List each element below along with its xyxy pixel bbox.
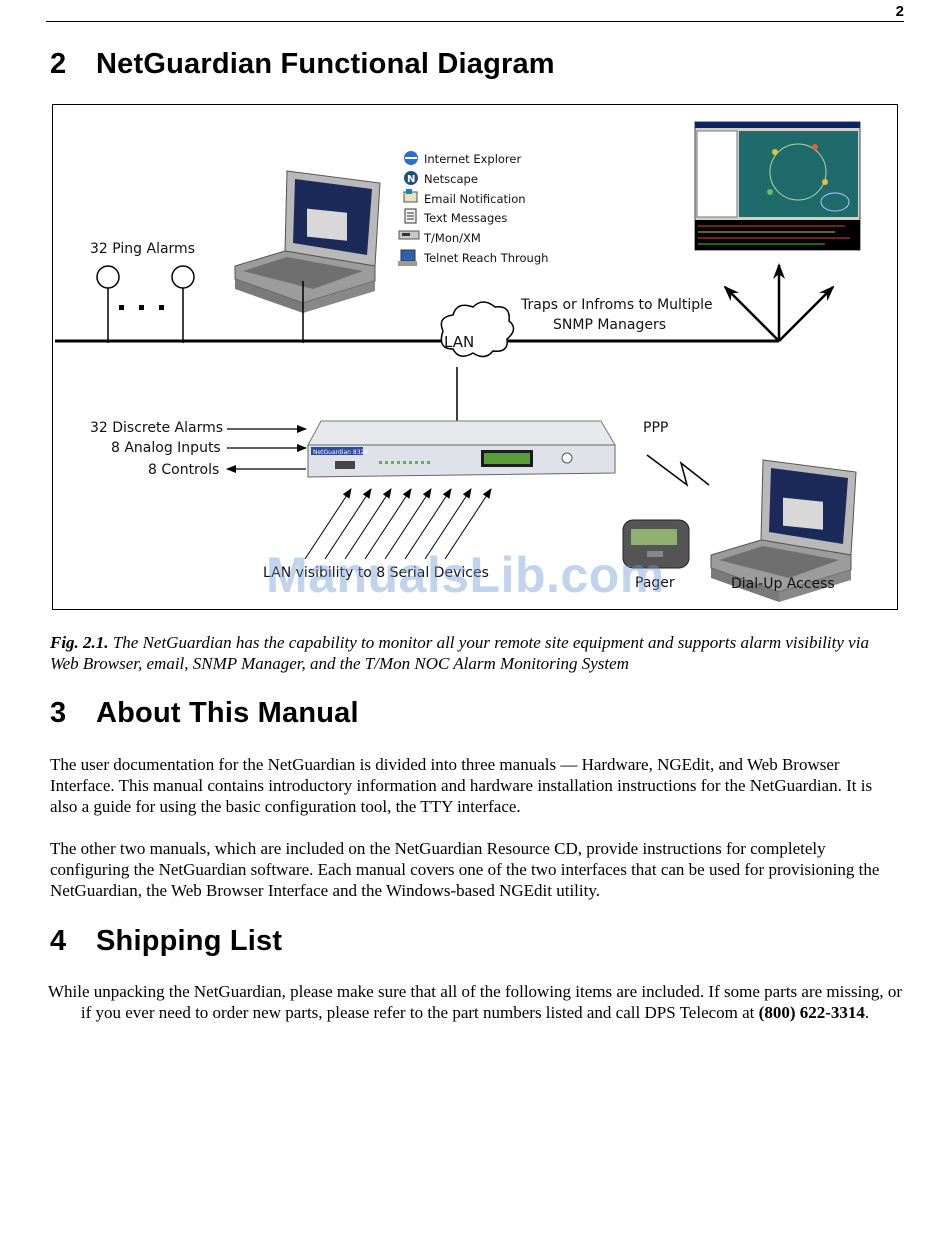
about-paragraph-2: The other two manuals, which are include… bbox=[50, 839, 880, 900]
figure-caption: Fig. 2.1. The NetGuardian has the capabi… bbox=[50, 632, 900, 674]
access-item-label: Netscape bbox=[424, 172, 478, 186]
laptop-icon bbox=[234, 170, 381, 313]
section-number: 3 bbox=[50, 697, 67, 729]
tmon-icon bbox=[398, 230, 420, 240]
section-title: NetGuardian Functional Diagram bbox=[96, 48, 555, 80]
shipping-paragraph-text: While unpacking the NetGuardian, please … bbox=[48, 982, 902, 1022]
ppp-label: PPP bbox=[643, 420, 668, 436]
netscape-icon: N bbox=[404, 171, 418, 185]
functional-diagram: 32 Ping Alarms Internet Explorer N Netsc… bbox=[52, 104, 898, 610]
serial-device-arrows bbox=[304, 488, 492, 560]
netguardian-unit: NetGuardian 832A bbox=[307, 420, 616, 478]
traps-label-line1: Traps or Infroms to Multiple bbox=[520, 297, 713, 313]
internet-explorer-icon bbox=[404, 151, 418, 165]
shipping-paragraph-end: . bbox=[864, 1003, 870, 1022]
section-number: 4 bbox=[50, 925, 67, 957]
header-rule bbox=[46, 21, 904, 22]
access-item-label: T/Mon/XM bbox=[423, 231, 481, 245]
ping-alarm-probes bbox=[96, 265, 195, 343]
ppp-link-bolt bbox=[646, 454, 710, 487]
svg-text:N: N bbox=[407, 174, 415, 185]
device-brand-label: NetGuardian 832A bbox=[313, 449, 369, 456]
section-4-heading: 4 Shipping List bbox=[50, 925, 282, 958]
lan-label: LAN bbox=[444, 333, 474, 351]
lan-cloud-icon bbox=[440, 301, 515, 358]
snmp-trap-arrows bbox=[723, 263, 835, 342]
page-number: 2 bbox=[895, 3, 904, 20]
shipping-paragraph: While unpacking the NetGuardian, please … bbox=[48, 981, 902, 1023]
section-title: Shipping List bbox=[96, 925, 283, 957]
analog-inputs-label: 8 Analog Inputs bbox=[111, 440, 221, 456]
access-item-label: Text Messages bbox=[423, 211, 507, 225]
access-item-label: Telnet Reach Through bbox=[423, 251, 548, 265]
telnet-icon bbox=[398, 249, 417, 266]
controls-label: 8 Controls bbox=[148, 462, 219, 478]
phone-number: (800) 622-3314 bbox=[758, 1003, 865, 1022]
access-item-label: Email Notification bbox=[424, 192, 526, 206]
access-method-list: Internet Explorer N Netscape Email Notif… bbox=[398, 151, 548, 266]
dialup-label: Dial-Up Access bbox=[731, 576, 835, 592]
dialup-laptop-icon bbox=[710, 459, 857, 602]
text-message-icon bbox=[404, 208, 417, 224]
figure-caption-text: The NetGuardian has the capability to mo… bbox=[50, 633, 869, 673]
traps-label-line2: SNMP Managers bbox=[553, 317, 666, 333]
status-leds bbox=[379, 461, 430, 464]
section-number: 2 bbox=[50, 48, 67, 80]
tmon-noc-screen bbox=[694, 121, 861, 251]
serial-devices-label: LAN visibility to 8 Serial Devices bbox=[263, 565, 489, 581]
access-item-label: Internet Explorer bbox=[424, 152, 521, 166]
figure-caption-label: Fig. 2.1. bbox=[50, 633, 109, 652]
discrete-alarms-label: 32 Discrete Alarms bbox=[90, 420, 223, 436]
diagram-canvas: 32 Ping Alarms Internet Explorer N Netsc… bbox=[55, 121, 861, 602]
pager-label: Pager bbox=[635, 575, 675, 591]
email-icon bbox=[403, 189, 418, 203]
section-2-heading: 2 NetGuardian Functional Diagram bbox=[50, 48, 555, 81]
section-title: About This Manual bbox=[96, 697, 359, 729]
section-3-heading: 3 About This Manual bbox=[50, 697, 359, 730]
pager-icon bbox=[622, 519, 690, 569]
ping-alarms-label: 32 Ping Alarms bbox=[90, 241, 195, 257]
about-paragraph-1: The user documentation for the NetGuardi… bbox=[50, 755, 873, 816]
